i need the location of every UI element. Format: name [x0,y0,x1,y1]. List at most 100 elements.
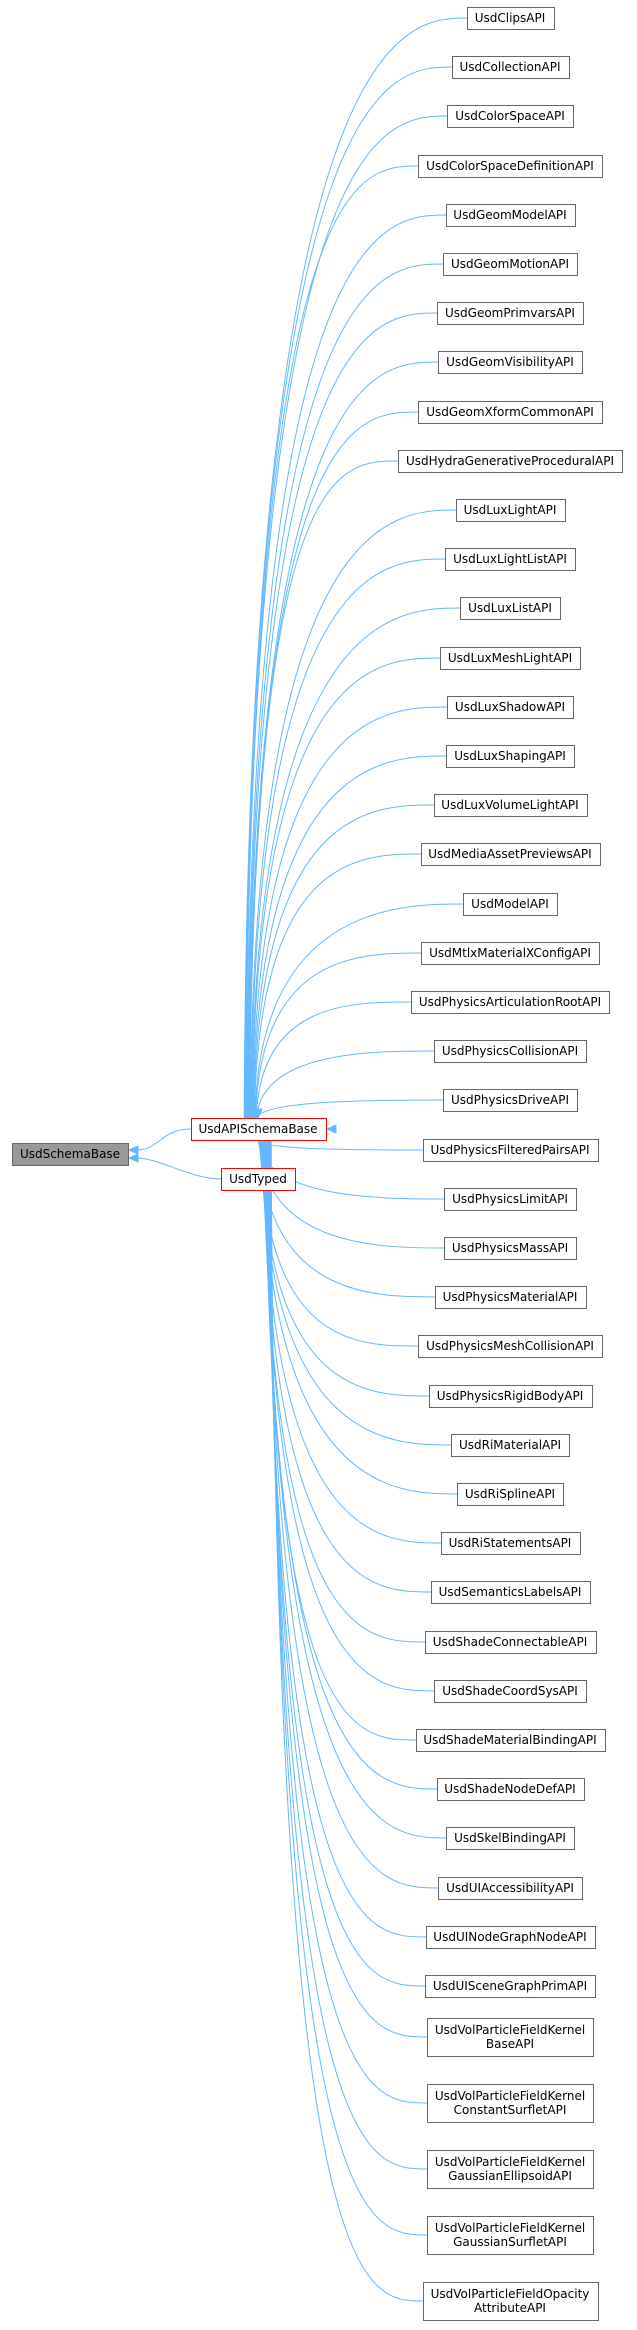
node-usd-geom-model-api[interactable]: UsdGeomModelAPI [446,204,576,227]
node-usd-physics-mass-api[interactable]: UsdPhysicsMassAPI [444,1237,577,1260]
node-usd-physics-mesh-collision-api-box [418,1335,603,1358]
edge-usd-lux-light-list-api [250,558,446,1119]
node-usd-ui-scene-graph-prim-api-box [425,1975,596,1998]
node-usd-physics-articulation-root-api-label: UsdPhysicsArticulationRootAPI [419,995,601,1009]
node-usd-lux-volume-light-api-label: UsdLuxVolumeLightAPI [441,798,578,812]
node-usd-physics-drive-api-label: UsdPhysicsDriveAPI [451,1093,569,1107]
node-usd-lux-volume-light-api[interactable]: UsdLuxVolumeLightAPI [434,794,588,817]
edge-usd-lux-list-api [250,607,461,1119]
edge-usd-geom-xform-common-api [248,411,419,1119]
edge-usd-skel-binding-api [265,1139,447,1839]
node-usd-shade-material-binding-api[interactable]: UsdShadeMaterialBindingAPI [416,1729,606,1752]
edge-usd-ri-statements-api [262,1139,442,1544]
edge-layer [127,17,468,2302]
node-usd-mtlx-material-x-config-api[interactable]: UsdMtlxMaterialXConfigAPI [421,942,600,965]
node-usd-lux-mesh-light-api-box [440,647,581,670]
node-usd-clips-api[interactable]: UsdClipsAPI [467,7,555,30]
node-usd-shade-node-def-api[interactable]: UsdShadeNodeDefAPI [437,1778,585,1801]
node-usd-lux-light-list-api[interactable]: UsdLuxLightListAPI [445,548,576,571]
node-usd-model-api[interactable]: UsdModelAPI [463,893,558,916]
edge-usd-physics-filtered-pairs-api [257,1139,424,1151]
node-usd-vol-particle-field-kernel-base-api-box [427,2018,594,2057]
node-usd-ui-scene-graph-prim-api[interactable]: UsdUISceneGraphPrimAPI [425,1975,596,1998]
node-usd-shade-coord-sys-api[interactable]: UsdShadeCoordSysAPI [434,1680,587,1703]
node-usd-schema-base-box [12,1143,129,1166]
node-usd-ui-accessibility-api[interactable]: UsdUIAccessibilityAPI [438,1877,583,1900]
node-usd-lux-list-api[interactable]: UsdLuxListAPI [460,597,561,620]
node-usd-vol-particle-field-kernel-gaussian-ellipsoid-api[interactable]: UsdVolParticleFieldKernelGaussianEllipso… [427,2150,594,2189]
node-usd-vol-particle-field-kernel-gaussian-ellipsoid-api-box [427,2150,594,2189]
node-usd-physics-collision-api-label: UsdPhysicsCollisionAPI [442,1044,578,1058]
node-usd-hydra-generative-procedural-api[interactable]: UsdHydraGenerativeProceduralAPI [398,450,623,473]
node-usd-lux-light-api[interactable]: UsdLuxLightAPI [456,499,566,522]
node-usd-color-space-api[interactable]: UsdColorSpaceAPI [447,105,574,128]
node-usd-semantics-labels-api-label: UsdSemanticsLabelsAPI [439,1585,582,1599]
node-usd-color-space-definition-api[interactable]: UsdColorSpaceDefinitionAPI [418,155,603,178]
node-usd-physics-rigid-body-api[interactable]: UsdPhysicsRigidBodyAPI [429,1385,593,1408]
node-usd-vol-particle-field-kernel-gaussian-ellipsoid-api-label: GaussianEllipsoidAPI [448,2169,572,2183]
node-usd-lux-light-api-box [456,499,566,522]
node-usd-color-space-definition-api-box [418,155,603,178]
node-usd-ri-material-api-label: UsdRiMaterialAPI [459,1438,561,1452]
edge-usd-geom-primvars-api [247,312,438,1119]
node-usd-collection-api[interactable]: UsdCollectionAPI [452,56,570,79]
node-usd-api-schema-base[interactable]: UsdAPISchemaBase [191,1118,327,1141]
node-usd-ui-node-graph-node-api-box [426,1926,596,1949]
arrowhead-usd-typed [127,1153,139,1163]
node-usd-lux-list-api-box [460,597,561,620]
node-usd-media-asset-previews-api-label: UsdMediaAssetPreviewsAPI [428,847,591,861]
node-usd-ui-accessibility-api-label: UsdUIAccessibilityAPI [446,1881,574,1895]
node-usd-schema-base[interactable]: UsdSchemaBase [12,1143,129,1166]
node-usd-media-asset-previews-api[interactable]: UsdMediaAssetPreviewsAPI [421,843,601,866]
node-usd-mtlx-material-x-config-api-label: UsdMtlxMaterialXConfigAPI [429,946,591,960]
node-usd-lux-shadow-api-box [447,696,574,719]
node-usd-physics-material-api[interactable]: UsdPhysicsMaterialAPI [435,1286,587,1309]
node-usd-lux-shaping-api-label: UsdLuxShapingAPI [454,749,566,763]
node-usd-vol-particle-field-kernel-base-api-label: BaseAPI [486,2037,534,2051]
node-usd-geom-primvars-api[interactable]: UsdGeomPrimvarsAPI [437,302,584,325]
node-usd-physics-filtered-pairs-api[interactable]: UsdPhysicsFilteredPairsAPI [423,1139,599,1162]
node-usd-physics-filtered-pairs-api-box [423,1139,599,1162]
node-usd-ri-statements-api[interactable]: UsdRiStatementsAPI [441,1532,581,1555]
node-usd-geom-xform-common-api[interactable]: UsdGeomXformCommonAPI [418,401,603,424]
node-usd-lux-light-api-label: UsdLuxLightAPI [464,503,557,517]
node-usd-lux-mesh-light-api-label: UsdLuxMeshLightAPI [448,651,572,665]
node-usd-geom-primvars-api-label: UsdGeomPrimvarsAPI [445,306,575,320]
node-usd-physics-collision-api[interactable]: UsdPhysicsCollisionAPI [434,1040,587,1063]
node-usd-ri-spline-api[interactable]: UsdRiSplineAPI [457,1483,564,1506]
node-usd-model-api-box [463,893,558,916]
node-usd-lux-shaping-api-box [446,745,575,768]
node-usd-schema-base-label: UsdSchemaBase [20,1147,120,1161]
node-usd-semantics-labels-api-box [431,1581,591,1604]
node-usd-shade-coord-sys-api-label: UsdShadeCoordSysAPI [442,1684,578,1698]
node-usd-typed[interactable]: UsdTyped [221,1168,296,1191]
node-usd-shade-connectable-api[interactable]: UsdShadeConnectableAPI [425,1631,597,1654]
node-usd-skel-binding-api[interactable]: UsdSkelBindingAPI [446,1827,575,1850]
edge-usd-physics-collision-api [256,1050,435,1119]
node-usd-geom-motion-api[interactable]: UsdGeomMotionAPI [443,253,578,276]
node-usd-ui-node-graph-node-api[interactable]: UsdUINodeGraphNodeAPI [426,1926,596,1949]
node-usd-geom-visibility-api[interactable]: UsdGeomVisibilityAPI [438,351,583,374]
node-usd-color-space-api-box [447,105,574,128]
node-usd-ui-scene-graph-prim-api-label: UsdUISceneGraphPrimAPI [433,1979,587,1993]
node-usd-semantics-labels-api[interactable]: UsdSemanticsLabelsAPI [431,1581,591,1604]
node-usd-physics-drive-api[interactable]: UsdPhysicsDriveAPI [443,1089,578,1112]
node-usd-vol-particle-field-kernel-constant-surflet-api[interactable]: UsdVolParticleFieldKernelConstantSurflet… [427,2084,594,2123]
node-usd-lux-shaping-api[interactable]: UsdLuxShapingAPI [446,745,575,768]
node-usd-collection-api-label: UsdCollectionAPI [460,60,561,74]
node-usd-physics-articulation-root-api-box [411,991,610,1014]
node-usd-lux-shadow-api[interactable]: UsdLuxShadowAPI [447,696,574,719]
node-usd-ri-statements-api-label: UsdRiStatementsAPI [449,1536,572,1550]
node-usd-model-api-label: UsdModelAPI [471,897,549,911]
node-usd-physics-limit-api[interactable]: UsdPhysicsLimitAPI [444,1188,577,1211]
node-usd-physics-mesh-collision-api[interactable]: UsdPhysicsMeshCollisionAPI [418,1335,603,1358]
node-usd-lux-mesh-light-api[interactable]: UsdLuxMeshLightAPI [440,647,581,670]
node-usd-physics-articulation-root-api[interactable]: UsdPhysicsArticulationRootAPI [411,991,610,1014]
node-usd-ri-material-api[interactable]: UsdRiMaterialAPI [451,1434,570,1457]
node-usd-physics-material-api-box [435,1286,587,1309]
node-usd-shade-connectable-api-label: UsdShadeConnectableAPI [433,1635,588,1649]
node-usd-ui-accessibility-api-box [438,1877,583,1900]
node-usd-vol-particle-field-kernel-gaussian-surflet-api[interactable]: UsdVolParticleFieldKernelGaussianSurflet… [427,2216,594,2255]
